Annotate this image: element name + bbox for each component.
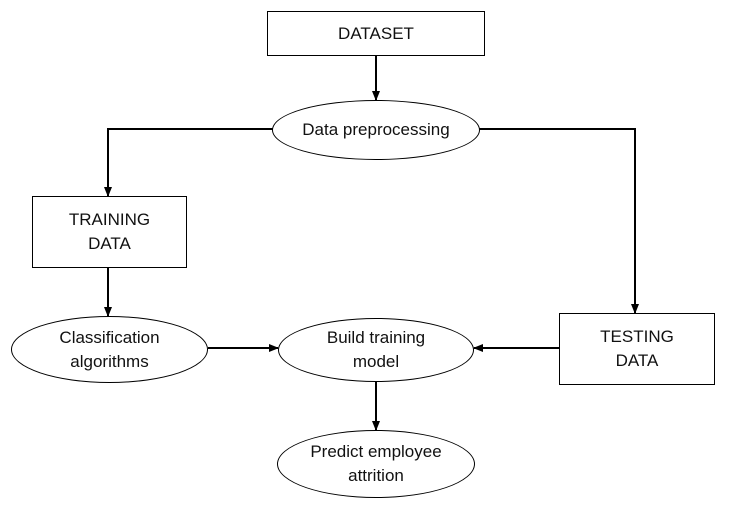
build-model-label-line1: Build training xyxy=(326,328,426,347)
build-model-label-line2: model xyxy=(352,352,400,371)
classification-label-line2: algorithms xyxy=(70,351,149,371)
predict-label-line2: attrition xyxy=(348,466,404,485)
arrow-preprocessing-to-testing-data xyxy=(479,128,639,314)
dataset-box: DATASET xyxy=(267,11,485,56)
dataset-label: DATASET xyxy=(338,23,414,43)
training-data-label-line1: TRAINING xyxy=(68,210,151,229)
testing-data-box: TESTING DATA xyxy=(559,313,715,385)
classification-algorithms-ellipse: Classification algorithms xyxy=(11,316,208,383)
training-data-label-line2: DATA xyxy=(88,234,131,253)
data-preprocessing-ellipse: Data preprocessing xyxy=(272,100,480,160)
predict-label-line1: Predict employee xyxy=(310,442,442,461)
classification-label-line1: Classification xyxy=(59,327,160,347)
testing-data-label-line2: DATA xyxy=(615,351,659,370)
training-data-box: TRAINING DATA xyxy=(32,196,187,268)
testing-data-label-line1: TESTING xyxy=(600,327,674,346)
predict-employee-attrition-ellipse: Predict employee attrition xyxy=(277,430,475,498)
data-preprocessing-label: Data preprocessing xyxy=(302,120,450,139)
arrow-preprocessing-to-training-data xyxy=(104,128,273,197)
build-training-model-ellipse: Build training model xyxy=(278,318,474,382)
